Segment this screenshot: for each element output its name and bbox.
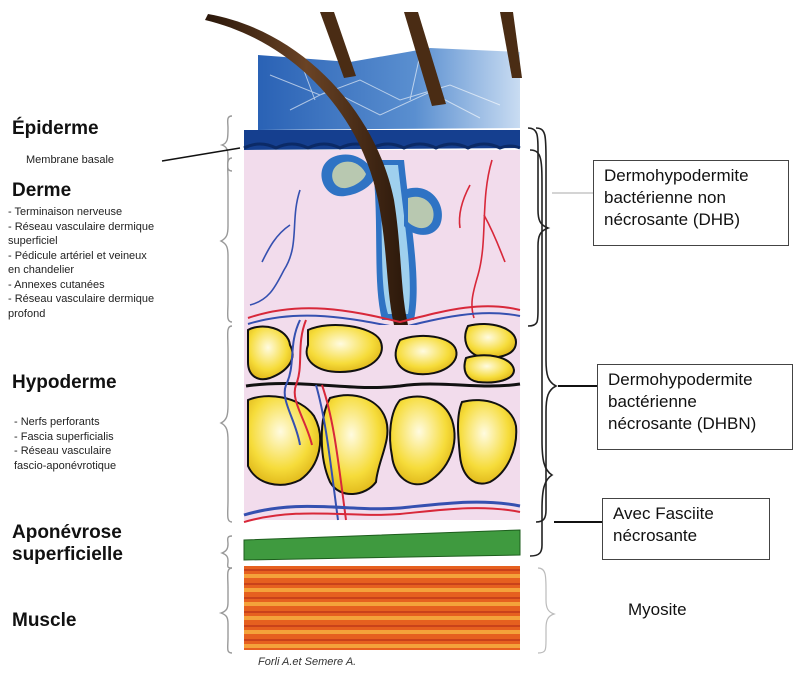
left-brackets — [221, 116, 232, 653]
hypoderme-label: Hypoderme — [12, 372, 117, 394]
hypoderme-item: fascio-aponévrotique — [14, 459, 116, 474]
dhbn-line: bactérienne — [608, 391, 784, 413]
epiderme-label: Épiderme — [12, 118, 99, 140]
derme-item: superficiel — [8, 234, 154, 249]
hypoderme-item: - Nerfs perforants — [14, 415, 116, 430]
derme-items: - Terminaison nerveuse - Réseau vasculai… — [8, 205, 154, 321]
derme-item: - Terminaison nerveuse — [8, 205, 154, 220]
dhbn-line: nécrosante (DHBN) — [608, 413, 784, 435]
dhb-box: Dermohypodermite bactérienne non nécrosa… — [593, 160, 789, 246]
derme-item: en chandelier — [8, 263, 154, 278]
derme-item: - Annexes cutanées — [8, 278, 154, 293]
muscle-block — [244, 566, 520, 650]
dhbn-box: Dermohypodermite bactérienne nécrosante … — [597, 364, 793, 450]
epidermis-block — [244, 48, 520, 150]
derme-item: profond — [8, 307, 154, 322]
credit-text: Forli A.et Semere A. — [258, 656, 356, 668]
fasciite-line: Avec Fasciite — [613, 503, 761, 525]
aponevrose-label: Aponévrose superficielle — [12, 522, 123, 566]
membrane-basale-label: Membrane basale — [26, 153, 114, 168]
hypoderme-items: - Nerfs perforants - Fascia superficiali… — [14, 415, 116, 473]
hypoderme-item: - Fascia superficialis — [14, 430, 116, 445]
fasciite-box: Avec Fasciite nécrosante — [602, 498, 770, 560]
aponevrose-line2: superficielle — [12, 544, 123, 566]
dhb-line: nécrosante (DHB) — [604, 209, 780, 231]
dhb-line: bactérienne non — [604, 187, 780, 209]
derme-label: Derme — [12, 180, 71, 202]
muscle-bracket — [538, 568, 554, 653]
aponevrose-line1: Aponévrose — [12, 522, 123, 544]
aponeurosis-block — [244, 530, 520, 560]
derme-item: - Pédicule artériel et veineux — [8, 249, 154, 264]
derme-item: - Réseau vasculaire dermique — [8, 220, 154, 235]
fasciite-line: nécrosante — [613, 525, 761, 547]
dhbn-line: Dermohypodermite — [608, 369, 784, 391]
myosite-label: Myosite — [628, 600, 687, 620]
dhb-line: Dermohypodermite — [604, 165, 780, 187]
hypoderme-item: - Réseau vasculaire — [14, 444, 116, 459]
right-brackets — [528, 128, 556, 556]
derme-item: - Réseau vasculaire dermique — [8, 292, 154, 307]
muscle-label: Muscle — [12, 610, 76, 632]
